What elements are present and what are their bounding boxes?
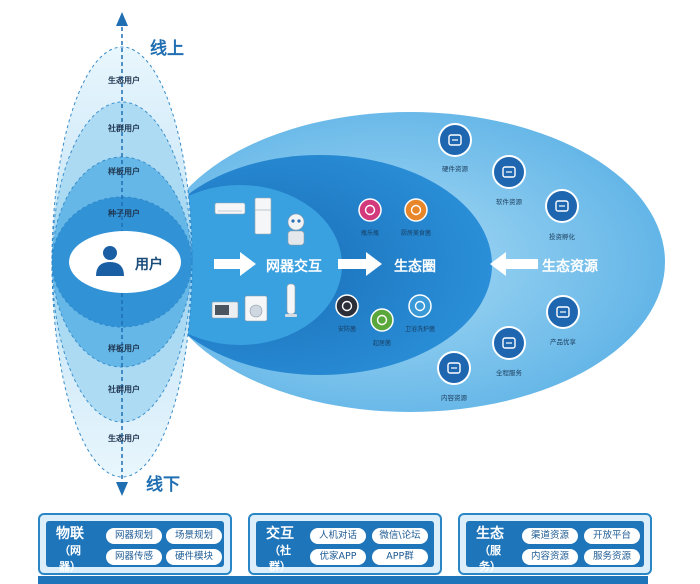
iot-panel-title: 物联 （网器） [56, 526, 84, 573]
ring-label-community-upper: 社群用户 [108, 124, 140, 133]
bottom-strip [38, 576, 648, 584]
user-icon [96, 246, 124, 276]
software-icon [492, 155, 526, 189]
investment-icon [545, 189, 579, 223]
robot-icon [287, 213, 305, 246]
resources-label: 生态资源 [542, 259, 598, 275]
arrow-to-interaction [214, 252, 256, 276]
ring-label-seed: 种子用户 [108, 209, 140, 218]
app-label-bottle: 瓶乐瓶 [360, 230, 380, 237]
arrow-from-resources [490, 252, 538, 276]
interaction-panel-title: 交互 （社群） [266, 526, 294, 573]
security-app-icon [335, 294, 359, 318]
axis-arrow-top [116, 12, 128, 26]
chip-device-planning[interactable]: 网器规划 [106, 528, 162, 544]
refrigerator-icon [254, 197, 272, 235]
arrow-to-ecosystem [338, 252, 382, 276]
app-label-living: 起居菌 [372, 340, 392, 347]
chip-device-sensing[interactable]: 网器传感 [106, 549, 162, 565]
chip-hardware-module[interactable]: 硬件模块 [166, 549, 222, 565]
hardware-icon [438, 123, 472, 157]
tower-fan-icon [285, 283, 297, 317]
ecosystem-panel: 生态 （服务） 渠道资源 开放平台 内容资源 服务资源 [458, 513, 652, 575]
app-label-security: 安防菌 [337, 326, 357, 333]
bath-app-icon [408, 294, 432, 318]
user-label: 用户 [135, 257, 163, 273]
offline-label: 线下 [146, 475, 180, 495]
resource-label-content: 内容资源 [441, 394, 467, 402]
resource-label-hardware: 硬件资源 [442, 165, 468, 173]
ring-label-community-lower: 社群用户 [108, 385, 140, 394]
user-core [69, 231, 181, 293]
online-label: 线上 [150, 39, 184, 59]
chip-wechat-forum[interactable]: 微信\论坛 [372, 528, 428, 544]
content-icon [437, 351, 471, 385]
washing-machine-icon [244, 295, 268, 322]
microwave-icon [211, 301, 239, 319]
ring-label-eco-upper: 生态用户 [108, 76, 140, 85]
kitchen-app-icon [404, 198, 428, 222]
ecosystem-label: 生态圈 [394, 259, 436, 275]
interaction-label: 网器交互 [266, 259, 322, 275]
service-icon [492, 326, 526, 360]
chip-content-resources[interactable]: 内容资源 [522, 549, 578, 565]
interaction-panel: 交互 （社群） 人机对话 微信\论坛 优家APP APP群 [248, 513, 442, 575]
resource-label-software: 软件资源 [496, 198, 522, 206]
diagram-canvas [51, 12, 665, 496]
chip-scene-planning[interactable]: 场景规划 [166, 528, 222, 544]
iot-panel: 物联 （网器） 网器规划 场景规划 网器传感 硬件模块 [38, 513, 232, 575]
ring-label-eco-lower: 生态用户 [108, 434, 140, 443]
product-icon [546, 295, 580, 329]
living-app-icon [370, 308, 394, 332]
ecosystem-panel-title: 生态 （服务） [476, 526, 504, 573]
chip-youjia-app[interactable]: 优家APP [310, 549, 366, 565]
app-label-kitchen: 厨房美食菌 [400, 230, 432, 237]
chip-service-resources[interactable]: 服务资源 [584, 549, 640, 565]
chip-app-group[interactable]: APP群 [372, 549, 428, 565]
axis-arrow-bottom [116, 482, 128, 496]
chip-human-machine-dialog[interactable]: 人机对话 [310, 528, 366, 544]
chip-open-platform[interactable]: 开放平台 [584, 528, 640, 544]
resource-label-investment: 投资孵化 [549, 233, 575, 241]
air-conditioner-icon [214, 202, 246, 215]
ring-label-sample-upper: 样板用户 [108, 167, 140, 176]
resource-label-product: 产品优享 [550, 338, 576, 346]
app-label-bath: 卫浴洗护菌 [404, 326, 436, 333]
resource-label-service: 全程服务 [496, 369, 522, 377]
chip-channel-resources[interactable]: 渠道资源 [522, 528, 578, 544]
ring-label-sample-lower: 样板用户 [108, 344, 140, 353]
bottle-app-icon [358, 198, 382, 222]
